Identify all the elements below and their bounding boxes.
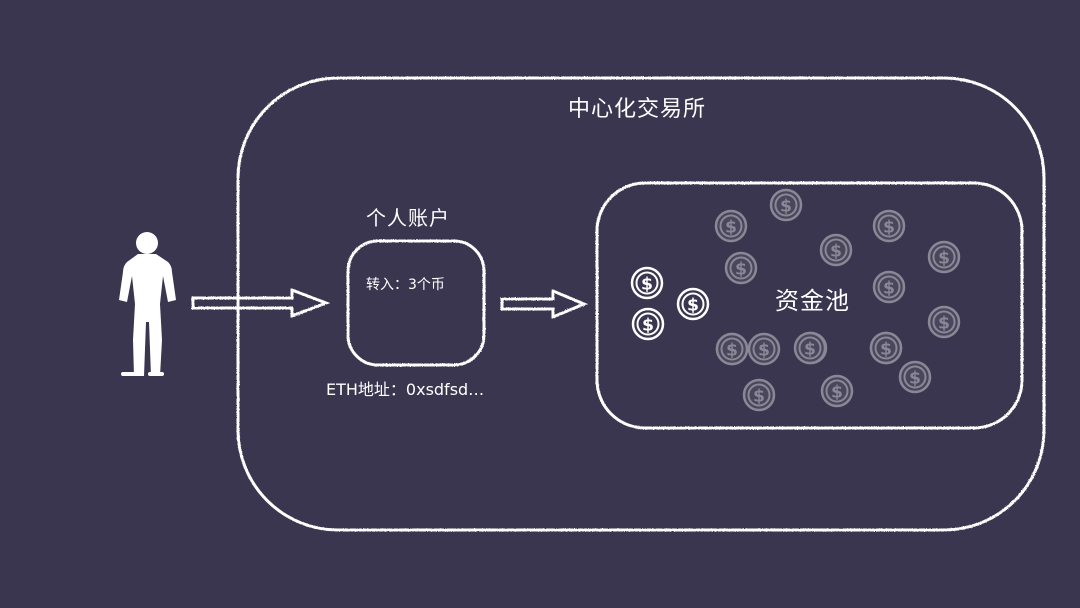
dollar-coin-icon: $ [820, 374, 854, 408]
dollar-coin-icon: $ [898, 360, 932, 394]
dollar-coin-icon: $ [927, 240, 961, 274]
dollar-coin-icon: $ [631, 307, 665, 341]
account-address-text: ETH地址：0xsdfsd… [326, 380, 485, 399]
svg-text:$: $ [883, 278, 895, 298]
dollar-coin-icon: $ [714, 209, 748, 243]
exchange-title: 中心化交易所 [568, 97, 707, 122]
pool-box [595, 181, 1024, 430]
svg-text:$: $ [687, 295, 699, 315]
svg-text:$: $ [883, 217, 895, 237]
svg-text:$: $ [641, 274, 653, 294]
dollar-coin-icon: $ [872, 270, 906, 304]
svg-text:$: $ [804, 339, 816, 359]
dollar-coin-icon: $ [630, 266, 664, 300]
svg-text:$: $ [830, 241, 842, 261]
dollar-coin-icon: $ [724, 251, 758, 285]
exchange-boundary [236, 76, 1046, 532]
coins-layer: $$$$$$$$$$$$$$$$$$$$$ [630, 188, 961, 412]
dollar-coin-icon: $ [742, 378, 776, 412]
svg-text:$: $ [780, 196, 792, 216]
pool-title: 资金池 [775, 287, 850, 315]
arrow-right-icon [500, 288, 588, 320]
svg-text:$: $ [831, 382, 843, 402]
svg-text:$: $ [909, 368, 921, 388]
dollar-coin-icon: $ [769, 188, 803, 222]
svg-text:$: $ [938, 248, 950, 268]
account-box [346, 239, 486, 367]
dollar-coin-icon: $ [872, 209, 906, 243]
svg-text:$: $ [725, 217, 737, 237]
dollar-coin-icon: $ [793, 331, 827, 365]
account-deposit-text: 转入：3个币 [366, 277, 445, 293]
dollar-coin-icon: $ [715, 332, 749, 366]
account-title: 个人账户 [366, 206, 450, 230]
svg-text:$: $ [880, 339, 892, 359]
svg-text:$: $ [735, 259, 747, 279]
arrow-right-icon [191, 287, 331, 319]
svg-text:$: $ [938, 313, 950, 333]
svg-text:$: $ [753, 386, 765, 406]
dollar-coin-icon: $ [869, 331, 903, 365]
dollar-coin-icon: $ [927, 305, 961, 339]
svg-text:$: $ [726, 340, 738, 360]
svg-text:$: $ [758, 340, 770, 360]
dollar-coin-icon: $ [676, 287, 710, 321]
dollar-coin-icon: $ [819, 233, 853, 267]
svg-text:$: $ [642, 315, 654, 335]
dollar-coin-icon: $ [747, 332, 781, 366]
person-silhouette-icon [119, 232, 176, 376]
